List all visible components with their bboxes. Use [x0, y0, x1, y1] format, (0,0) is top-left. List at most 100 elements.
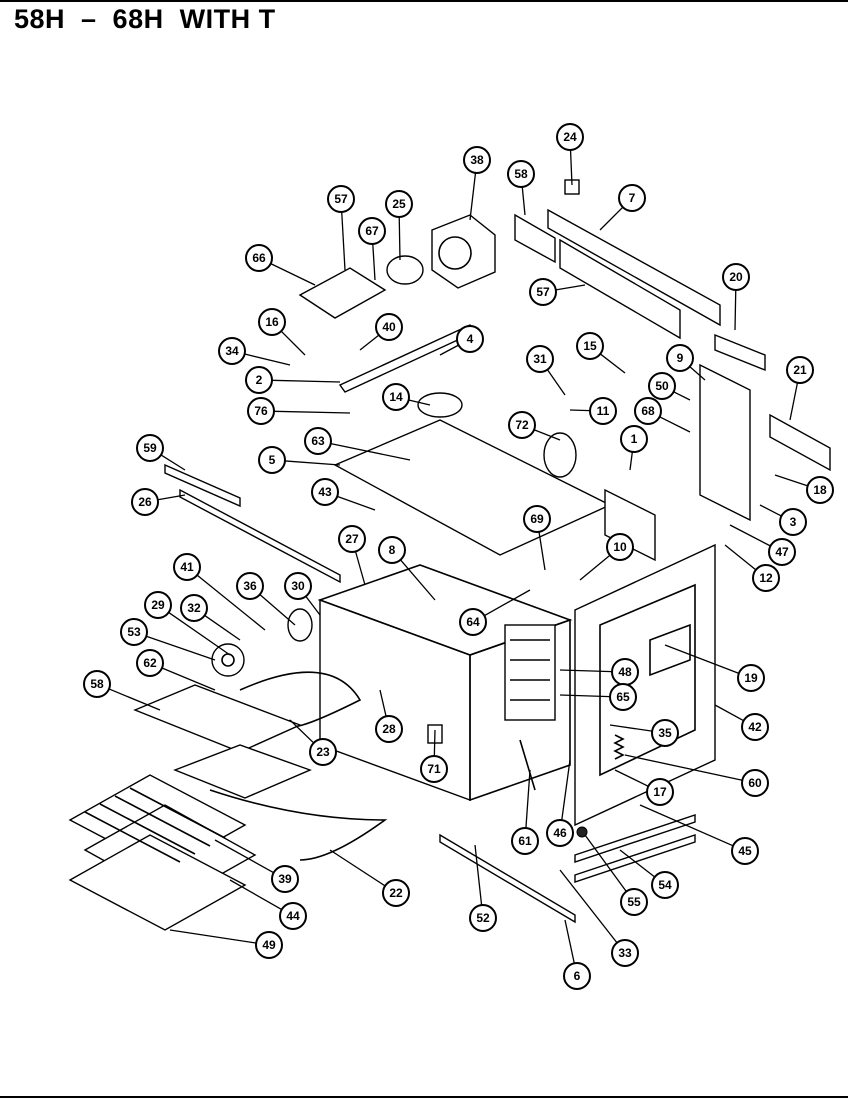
callout-leader-1: [629, 451, 633, 471]
callout-3: 3: [779, 508, 807, 536]
callout-leader-16: [280, 330, 306, 356]
callout-59: 59: [136, 434, 164, 462]
callout-10: 10: [606, 533, 634, 561]
callout-22: 22: [382, 879, 410, 907]
callout-leader-40: [359, 334, 380, 351]
callout-number: 66: [252, 251, 266, 265]
callout-circle: [618, 184, 646, 212]
rod-59: [164, 463, 241, 508]
callout-circle: [620, 888, 648, 916]
callout-number: 14: [389, 390, 403, 404]
callout-number: 27: [345, 532, 359, 546]
callout-number: 54: [658, 878, 672, 892]
callout-64: 64: [459, 608, 487, 636]
part-21: [769, 413, 831, 472]
callout-circle: [255, 931, 283, 959]
callout-number: 12: [759, 571, 773, 585]
blower-opening: [438, 236, 472, 270]
callout-68: 68: [634, 397, 662, 425]
callout-circle: [563, 962, 591, 990]
callout-4: 4: [456, 325, 484, 353]
callout-61: 61: [511, 827, 539, 855]
callout-number: 23: [316, 745, 330, 759]
callout-71: 71: [420, 755, 448, 783]
callout-leader-35: [609, 724, 653, 732]
callout-number: 46: [553, 826, 567, 840]
duct-72: [543, 432, 577, 478]
bracket-40: [338, 324, 477, 393]
callout-leader-42: [714, 704, 744, 722]
callout-circle: [508, 411, 536, 439]
screw-55: [576, 826, 588, 838]
callout-number: 25: [392, 197, 406, 211]
callout-number: 48: [618, 665, 632, 679]
callout-circle: [180, 594, 208, 622]
callout-number: 24: [563, 130, 577, 144]
callout-24: 24: [556, 123, 584, 151]
callout-21: 21: [786, 356, 814, 384]
callout-leader-46: [561, 759, 571, 821]
callout-leader-69: [538, 531, 546, 571]
callout-circle: [768, 538, 796, 566]
callout-number: 52: [476, 911, 490, 925]
callout-number: 6: [574, 969, 581, 983]
callout-leader-57: [555, 284, 586, 291]
callout-leader-63: [330, 442, 411, 461]
callout-number: 30: [291, 579, 305, 593]
callout-number: 50: [655, 379, 669, 393]
panel-57: [559, 238, 681, 340]
callout-leader-58: [521, 186, 526, 216]
bracket-58-top: [514, 213, 556, 264]
callout-circle: [611, 939, 639, 967]
callout-leader-33: [559, 869, 618, 944]
callout-leader-48: [559, 669, 613, 673]
callout-circle: [420, 755, 448, 783]
callout-36: 36: [236, 572, 264, 600]
callout-circle: [120, 618, 148, 646]
callout-number: 49: [262, 938, 276, 952]
callout-leader-2: [271, 379, 341, 383]
burner-14: [417, 392, 463, 418]
callout-leader-43: [337, 495, 376, 511]
callout-19: 19: [737, 664, 765, 692]
callout-circle: [258, 308, 286, 336]
window-glass-19: [649, 623, 691, 677]
callout-40: 40: [375, 313, 403, 341]
callout-30: 30: [284, 572, 312, 600]
callout-leader-72: [533, 429, 561, 441]
callout-number: 11: [597, 404, 610, 418]
callout-46: 46: [546, 819, 574, 847]
callout-number: 42: [748, 720, 762, 734]
callout-circle: [284, 572, 312, 600]
callout-number: 68: [641, 404, 655, 418]
callout-circle: [752, 564, 780, 592]
callout-leader-21: [789, 382, 799, 421]
callout-number: 35: [658, 726, 672, 740]
callout-leader-11: [569, 409, 591, 412]
callout-number: 62: [143, 656, 157, 670]
callout-circle: [173, 553, 201, 581]
callout-50: 50: [648, 372, 676, 400]
bottom-rail-45: [574, 814, 696, 863]
callout-circle: [136, 649, 164, 677]
callout-number: 16: [265, 315, 279, 329]
callout-72: 72: [508, 411, 536, 439]
callout-number: 53: [127, 625, 141, 639]
callout-circle: [456, 325, 484, 353]
callout-leader-24: [569, 149, 573, 186]
callout-circle: [609, 683, 637, 711]
callout-circle: [271, 865, 299, 893]
callout-leader-26: [157, 494, 186, 501]
callout-leader-65: [559, 694, 611, 698]
callout-62: 62: [136, 649, 164, 677]
callout-number: 67: [365, 224, 379, 238]
callout-leader-47: [729, 524, 771, 547]
callout-leader-66: [270, 263, 316, 286]
callout-45: 45: [731, 837, 759, 865]
callout-circle: [279, 902, 307, 930]
callout-47: 47: [768, 538, 796, 566]
callout-number: 36: [243, 579, 257, 593]
callout-65: 65: [609, 683, 637, 711]
page-title: 58H – 68H WITH T: [14, 4, 276, 34]
